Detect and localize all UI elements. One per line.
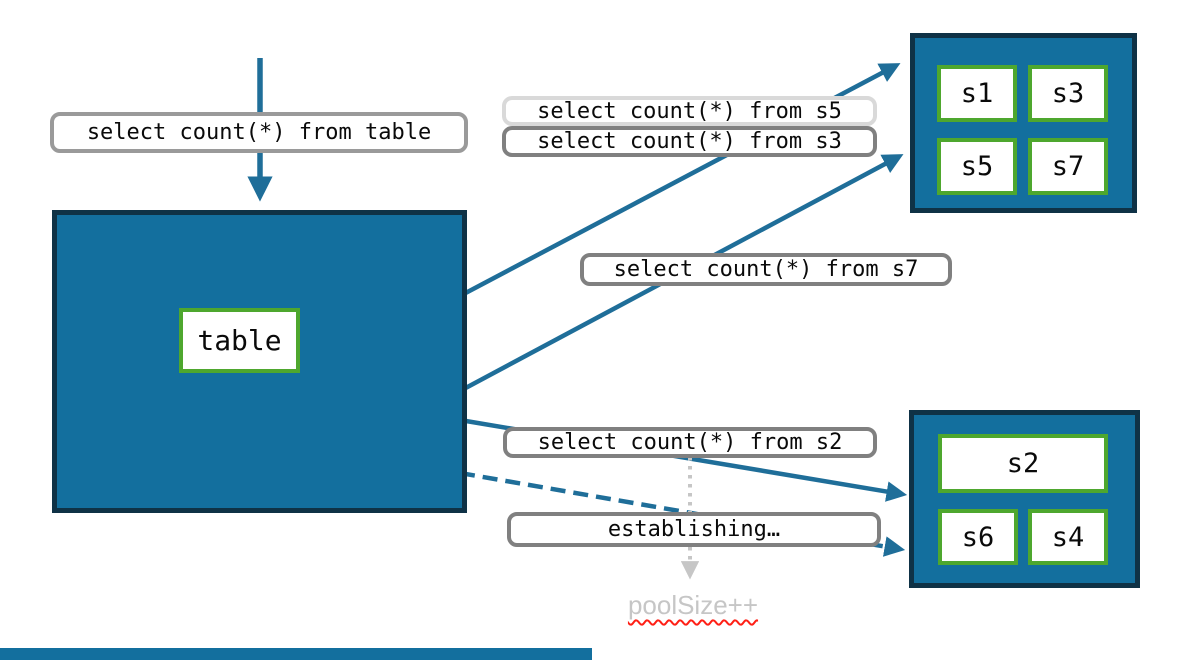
shard-s4: s4 — [1028, 509, 1108, 565]
shard-s7: s7 — [1028, 138, 1108, 195]
query-label-s2-text: select count(*) from s2 — [537, 430, 843, 455]
query-label-s3: select count(*) from s3 — [502, 126, 877, 157]
query-label-s3-text: select count(*) from s3 — [537, 129, 842, 154]
query-label-s5-text: select count(*) from s5 — [537, 98, 842, 124]
query-label-s7: select count(*) from s7 — [580, 253, 952, 286]
status-label-establishing-text: establishing… — [607, 517, 781, 542]
shard-s4-label: s4 — [1051, 521, 1085, 553]
bottom-accent-bar — [0, 648, 592, 660]
shard-group-top: s1 s3 s5 s7 — [910, 33, 1137, 213]
query-label-s7-text: select count(*) from s7 — [613, 257, 919, 282]
shard-s5-label: s5 — [960, 151, 994, 182]
pool-size-note-text: poolSize++ — [627, 590, 759, 620]
query-label-table: select count(*) from table — [50, 112, 468, 153]
query-label-table-text: select count(*) from table — [86, 120, 432, 145]
shard-s3: s3 — [1028, 65, 1108, 122]
query-label-s2: select count(*) from s2 — [503, 427, 877, 458]
shard-s5: s5 — [937, 138, 1017, 195]
shard-s6: s6 — [938, 509, 1018, 565]
shard-s2: s2 — [938, 434, 1108, 493]
pool-size-note: poolSize++ — [598, 590, 788, 621]
shard-s2-label: s2 — [1006, 448, 1040, 479]
query-label-s5: select count(*) from s5 — [502, 96, 877, 126]
shard-s1: s1 — [937, 65, 1017, 122]
shard-s3-label: s3 — [1051, 78, 1085, 109]
shard-s6-label: s6 — [961, 521, 995, 553]
shard-s1-label: s1 — [960, 78, 994, 109]
shard-group-bottom: s2 s6 s4 — [909, 410, 1140, 588]
table-box: table — [52, 210, 467, 513]
shard-s7-label: s7 — [1051, 151, 1085, 182]
table-label-box: table — [179, 308, 300, 373]
table-label: table — [197, 324, 282, 357]
status-label-establishing: establishing… — [507, 512, 881, 547]
